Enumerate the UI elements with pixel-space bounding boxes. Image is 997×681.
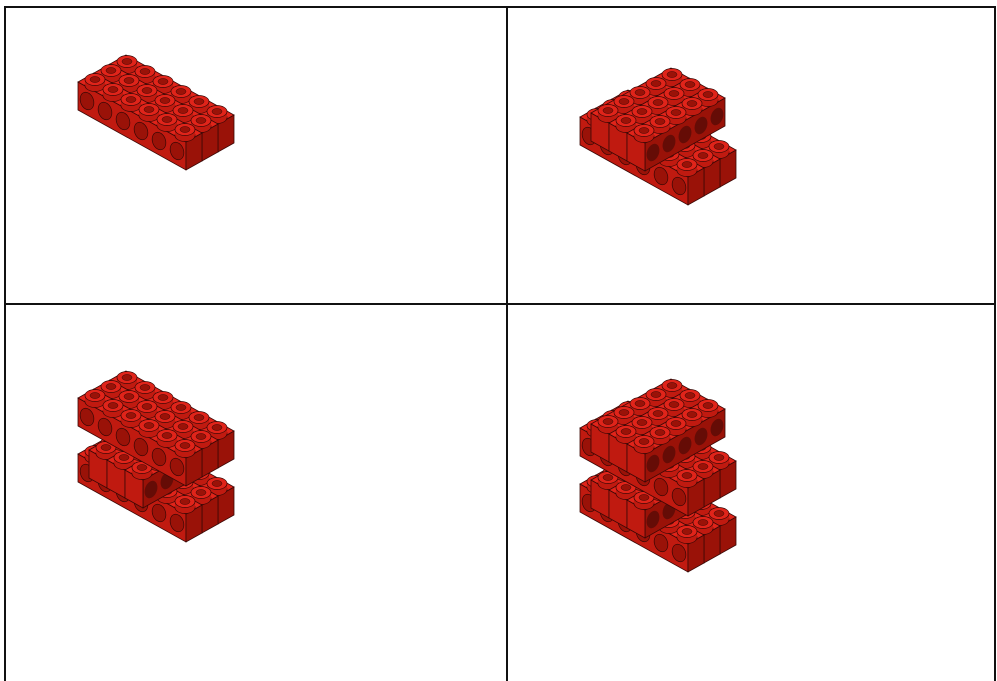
- brick-render-stage-2: [508, 8, 994, 303]
- panel-stage-2: [508, 8, 994, 303]
- figure-grid: [4, 6, 996, 681]
- panel-stage-1: [6, 8, 506, 303]
- brick-render-stage-1: [6, 8, 506, 303]
- panel-stage-3: [6, 305, 506, 681]
- brick-render-stage-4: [508, 305, 994, 681]
- panel-stage-4: [508, 305, 994, 681]
- brick-render-stage-3: [6, 305, 506, 681]
